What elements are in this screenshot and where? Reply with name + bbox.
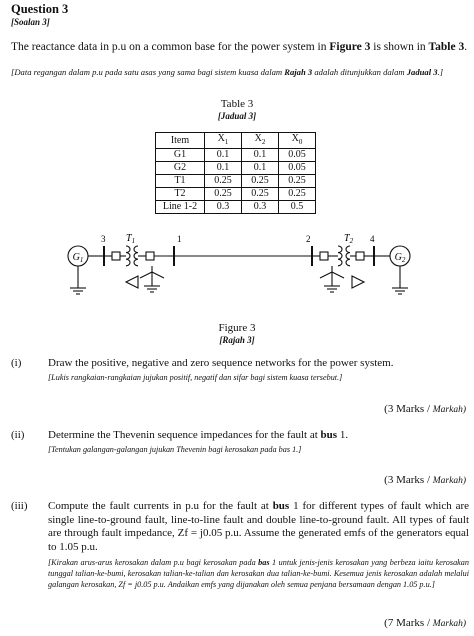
breaker	[319, 251, 329, 261]
table-cell: G2	[155, 161, 205, 175]
single-line-diagram: G1 G2 T1 T2 3 1 2 4	[67, 233, 411, 295]
table-cell: G1	[155, 148, 205, 162]
table-cell: 0.5	[278, 200, 316, 214]
question-title: Question 3	[11, 2, 69, 16]
table-cell: 0.1	[241, 161, 279, 175]
breaker	[145, 251, 155, 261]
table-header: X0	[278, 132, 316, 149]
reactance-table: Item X1 X2 X0 G1 0.1 0.1 0.05 G2 0.1 0.1…	[155, 132, 316, 214]
table-cell: 0.25	[241, 187, 279, 201]
bus-label: 3	[101, 234, 106, 244]
table-cell: 0.25	[278, 187, 316, 201]
figure-caption: Figure 3	[218, 322, 256, 334]
table-header: Item	[155, 132, 205, 149]
part-marks: (7 Marks / Markah)	[384, 617, 466, 629]
table-cell: 0.25	[241, 174, 279, 188]
table-row: G1 0.1 0.1 0.05	[155, 148, 316, 162]
table-cell: T2	[155, 187, 205, 201]
part-text: Compute the fault currents in p.u for th…	[48, 500, 469, 553]
table-cell: 0.05	[278, 161, 316, 175]
g2-label: G2	[395, 252, 406, 264]
table-cell: 0.1	[204, 161, 242, 175]
table-caption: Table 3	[220, 98, 254, 110]
delta-winding-icon	[124, 275, 139, 289]
table-row: Line 1-2 0.3 0.3 0.5	[155, 200, 316, 214]
part-text: Draw the positive, negative and zero seq…	[48, 357, 394, 369]
part-marks: (3 Marks / Markah)	[384, 403, 466, 415]
table-row: T1 0.25 0.25 0.25	[155, 174, 316, 188]
table-cell: 0.25	[204, 174, 242, 188]
g1-label: G1	[73, 252, 84, 264]
table-row: G2 0.1 0.1 0.05	[155, 161, 316, 175]
table-header: X2	[241, 132, 279, 149]
table-cell: 0.3	[241, 200, 279, 214]
part-text-malay: [Kirakan arus-arus kerosakan dalam p.u b…	[48, 558, 469, 590]
table-cell: Line 1-2	[155, 200, 205, 214]
intro-text: The reactance data in p.u on a common ba…	[11, 41, 468, 53]
part-text-malay: [Lukis rangkaian-rangkaian jujukan posit…	[48, 373, 343, 382]
table-row: T2 0.25 0.25 0.25	[155, 187, 316, 201]
part-number: (iii)	[11, 500, 28, 512]
part-text-malay: [Tentukan galangan-galangan jujukan Thev…	[48, 445, 302, 454]
breaker	[355, 251, 365, 261]
transformer-t1	[125, 245, 139, 267]
bus-label: 2	[306, 234, 311, 244]
t1-label: T1	[126, 233, 135, 245]
part-text: Determine the Thevenin sequence impedanc…	[48, 429, 349, 441]
table-cell: 0.1	[241, 148, 279, 162]
table-cell: 0.1	[204, 148, 242, 162]
intro-text-malay: [Data regangan dalam p.u pada satu asas …	[11, 67, 444, 77]
breaker	[111, 251, 121, 261]
bus-label: 1	[177, 234, 182, 244]
table-cell: 0.3	[204, 200, 242, 214]
transformer-t2	[337, 245, 351, 267]
part-marks: (3 Marks / Markah)	[384, 474, 466, 486]
table-header-row: Item X1 X2 X0	[155, 132, 316, 149]
question-title-malay: [Soalan 3]	[11, 17, 50, 27]
table-caption-malay: [Jadual 3]	[217, 111, 257, 121]
table-cell: T1	[155, 174, 205, 188]
t2-label: T2	[344, 233, 354, 245]
bus-label: 4	[370, 234, 375, 244]
part-number: (ii)	[11, 429, 25, 441]
table-header: X1	[204, 132, 242, 149]
figure-caption-malay: [Rajah 3]	[219, 335, 255, 345]
table-cell: 0.25	[204, 187, 242, 201]
table-cell: 0.25	[278, 174, 316, 188]
table-cell: 0.05	[278, 148, 316, 162]
part-number: (i)	[11, 357, 22, 369]
delta-winding-icon	[351, 275, 366, 289]
